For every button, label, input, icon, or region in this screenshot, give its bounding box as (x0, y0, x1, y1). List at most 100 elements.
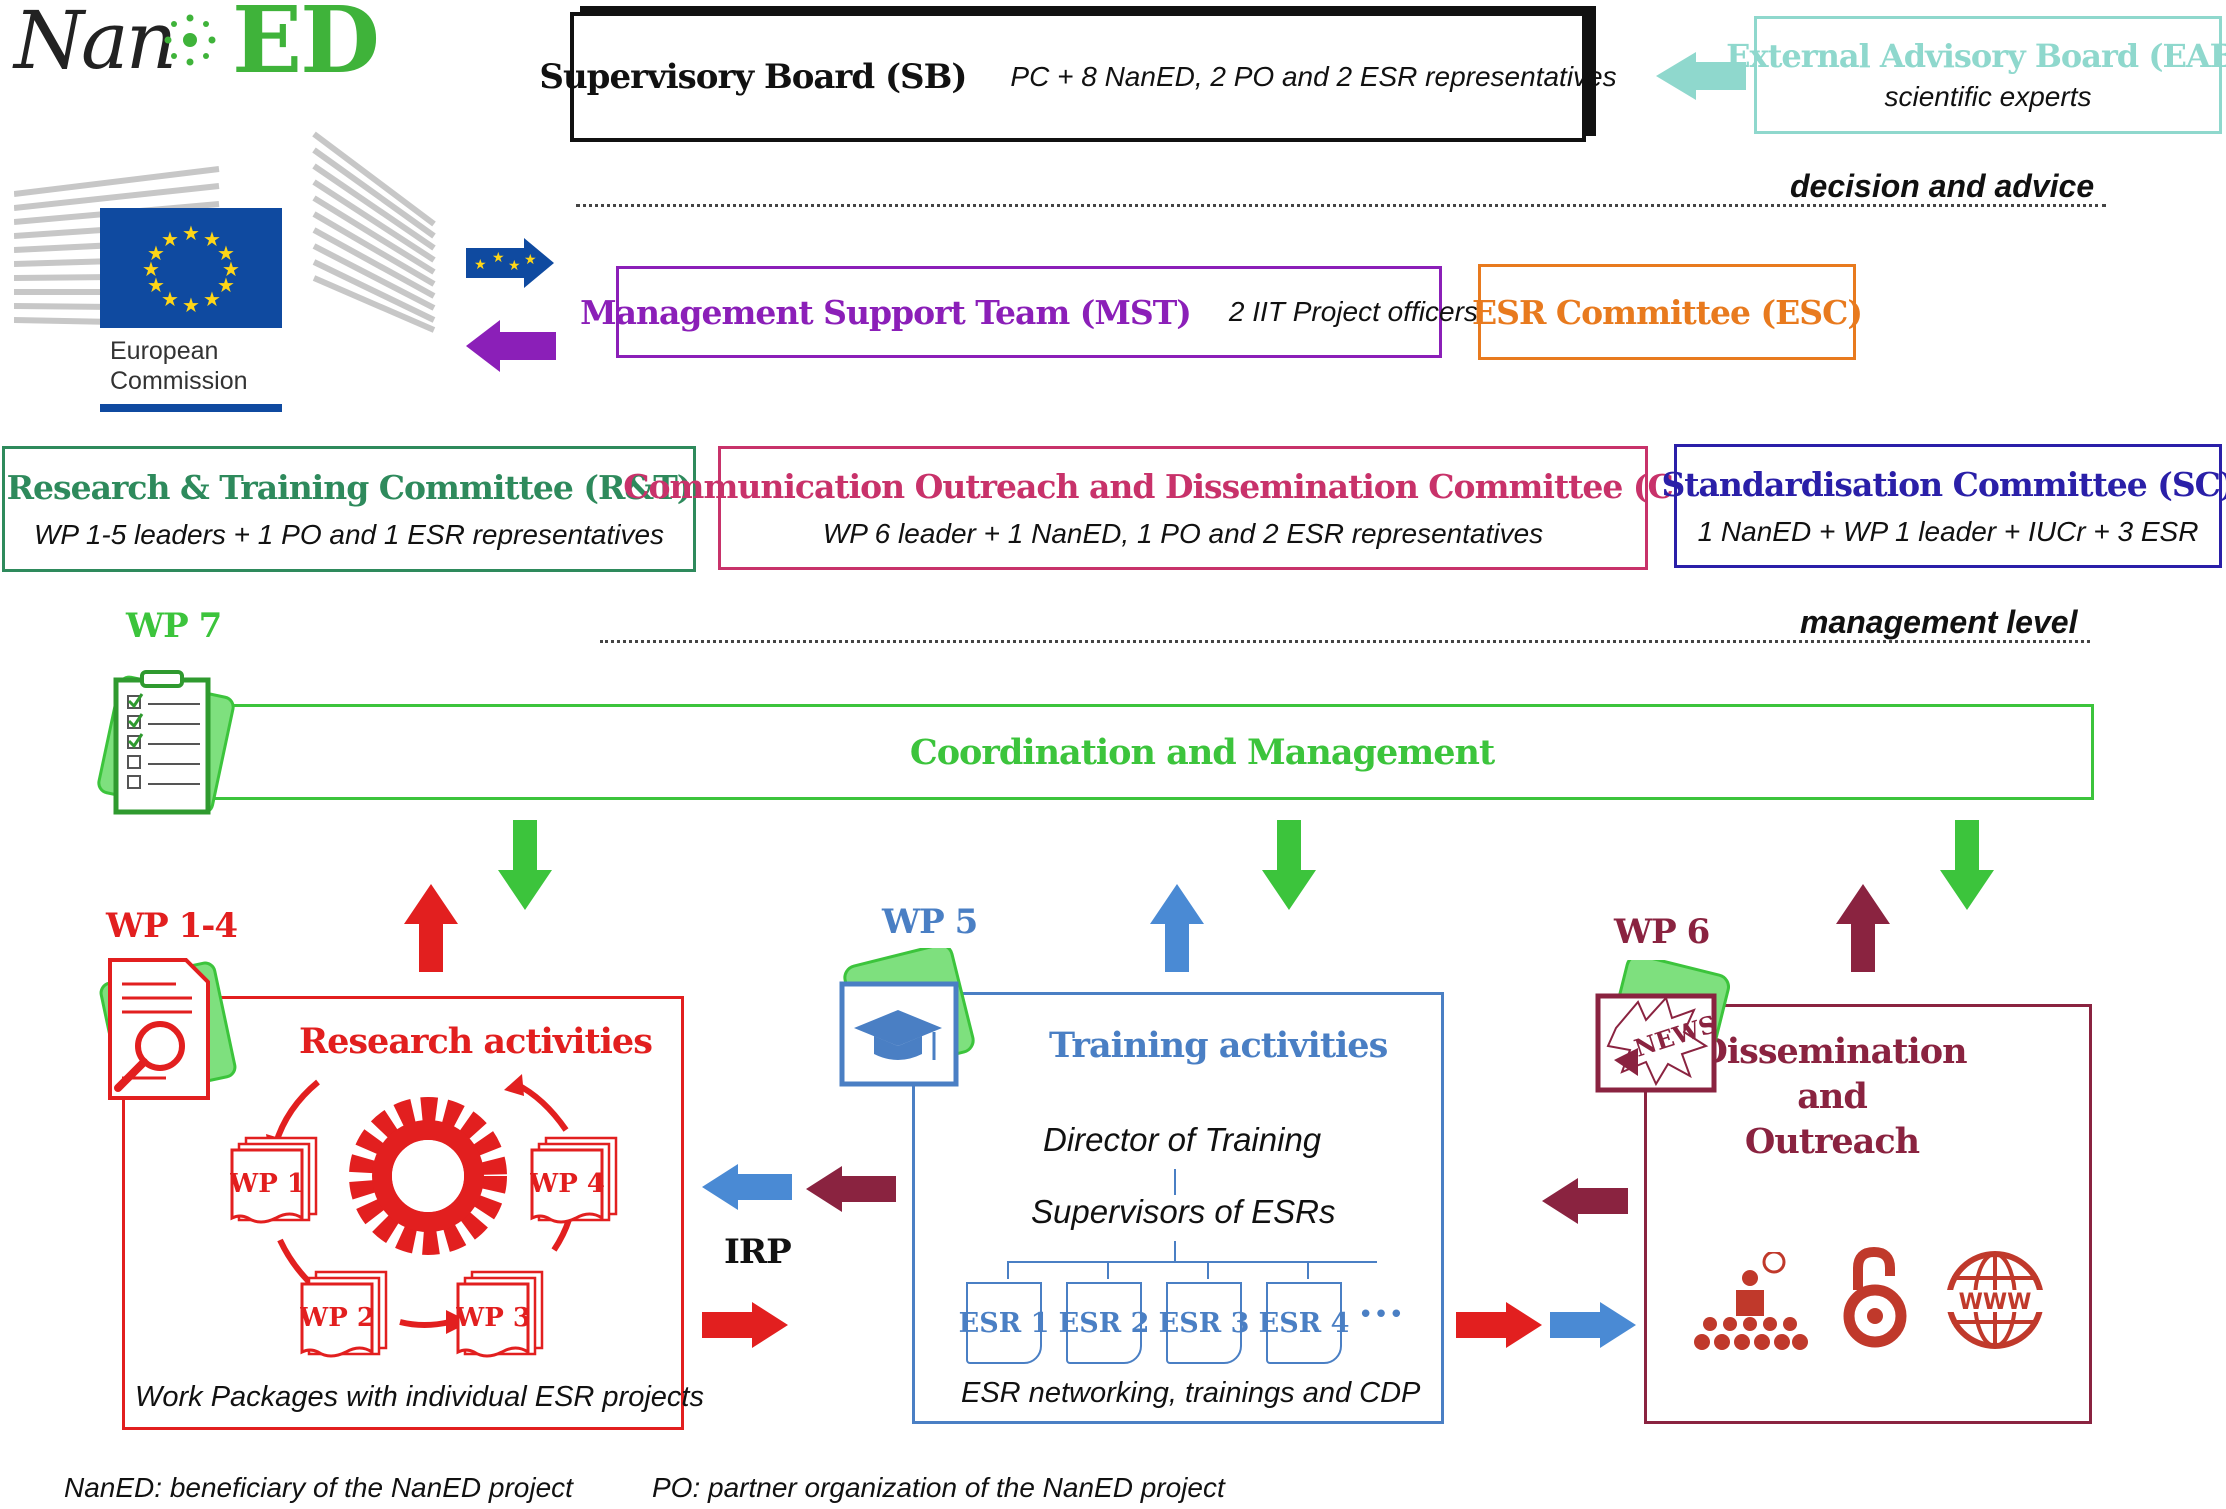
clipboard-icon (97, 670, 235, 815)
ec-underline (100, 404, 282, 412)
open-access-icon (1843, 1246, 1907, 1348)
blue-arrow-up-icon (1150, 884, 1204, 972)
ec-line1: European (110, 337, 219, 365)
wp2-doc-icon: WP 2 (300, 1270, 388, 1358)
eab-title: External Advisory Board (EAB) (1726, 37, 2226, 75)
esc-box: ESR Committee (ESC) (1472, 264, 1863, 360)
org-drop-1 (1007, 1261, 1009, 1279)
logo-text-ed: ED (232, 0, 380, 94)
red-arrow-right-1-icon (702, 1302, 788, 1348)
maroon-arrow-left-1-icon (806, 1166, 896, 1212)
rt-committee-box: Research & Training Committee (R&T) WP 1… (2, 446, 696, 572)
management-level-label: management level (1800, 604, 2078, 640)
esr2-label: ESR 2 (1058, 1307, 1150, 1339)
esr3-doc: ESR 3 (1159, 1282, 1249, 1364)
org-horizontal-line (1007, 1261, 1377, 1263)
svg-text:★: ★ (147, 273, 165, 297)
svg-text:★: ★ (508, 258, 521, 274)
maroon-arrow-left-2-icon (1542, 1178, 1628, 1224)
svg-text:★: ★ (474, 257, 487, 273)
cod-committee-box: Communication Outreach and Dissemination… (623, 446, 1744, 570)
blue-arrow-right-icon (1550, 1302, 1636, 1348)
sc-committee-box: Standardisation Committee (SC) 1 NanED +… (1661, 444, 2226, 568)
green-arrow-down-3-icon (1940, 820, 1994, 910)
footer-po-note: PO: partner organization of the NanED pr… (652, 1472, 1225, 1503)
news-icon: NEWS (1595, 960, 1730, 1093)
svg-text:★: ★ (203, 287, 221, 311)
audience-icon (1694, 1252, 1808, 1350)
document-search-icon (99, 958, 237, 1100)
cod-title: Communication Outreach and Dissemination… (623, 466, 1744, 506)
rt-title: Research & Training Committee (R&T) (6, 467, 693, 507)
wp1-label: WP 1 (230, 1169, 305, 1199)
mst-box: Management Support Team (MST) 2 IIT Proj… (580, 266, 1478, 358)
esr4-label: ESR 4 (1258, 1307, 1350, 1339)
svg-text:★: ★ (524, 252, 537, 268)
esr1-label: ESR 1 (958, 1307, 1050, 1339)
svg-text:★: ★ (142, 257, 160, 281)
training-box: Training activities Director of Training… (912, 992, 1444, 1424)
sc-desc: 1 NanED + WP 1 leader + IUCr + 3 ESR (1697, 515, 2199, 547)
dissem-title-2: and (1797, 1076, 1868, 1117)
logo-text-nan: Nan (14, 0, 177, 87)
org-drop-2 (1107, 1261, 1109, 1279)
mst-desc: 2 IIT Project officers (1228, 296, 1478, 327)
esr1-doc: ESR 1 (959, 1282, 1049, 1364)
svg-text:★: ★ (147, 241, 165, 265)
eu-flag-arrow-right-icon: ★★★★ (466, 238, 554, 288)
svg-text:★: ★ (203, 227, 221, 251)
esr3-label: ESR 3 (1158, 1307, 1250, 1339)
training-title: Training activities (1049, 1025, 1388, 1066)
director-of-training: Director of Training (1043, 1121, 1322, 1158)
logo-dots-icon (164, 14, 216, 66)
sb-title: Supervisory Board (SB) (539, 57, 967, 97)
dissem-title-3: Outreach (1744, 1121, 1920, 1162)
ec-text: European Commission (110, 336, 248, 396)
red-arrow-right-2-icon (1456, 1302, 1542, 1348)
wp14-label: WP 1-4 (106, 906, 238, 946)
footer-naned-note: NanED: beneficiary of the NanED project (64, 1472, 573, 1503)
org-drop-4 (1307, 1261, 1309, 1279)
esr2-doc: ESR 2 (1059, 1282, 1149, 1364)
gear-icon (349, 1097, 507, 1255)
dissem-title-1: Dissemination (1697, 1031, 1967, 1072)
training-caption: ESR networking, trainings and CDP (961, 1377, 1421, 1409)
irp-label: IRP (724, 1232, 792, 1272)
ec-line2: Commission (110, 367, 248, 395)
org-connector-2 (1174, 1241, 1176, 1261)
svg-text:★: ★ (217, 241, 235, 265)
research-caption: Work Packages with individual ESR projec… (135, 1381, 704, 1413)
supervisory-board-box: Supervisory Board (SB) PC + 8 NanED, 2 P… (539, 12, 1617, 142)
cod-desc: WP 6 leader + 1 NanED, 1 PO and 2 ESR re… (822, 517, 1544, 549)
org-drop-3 (1207, 1261, 1209, 1279)
svg-text:★: ★ (492, 250, 505, 266)
esr4-doc: ESR 4 (1259, 1282, 1349, 1364)
coordination-box: Coordination and Management (180, 704, 2094, 800)
www-label: WWW (1959, 1290, 2032, 1315)
wp6-label: WP 6 (1614, 912, 1710, 952)
eab-arrow-left-icon (1656, 52, 1746, 100)
red-arrow-up-icon (404, 884, 458, 972)
wp7-label: WP 7 (126, 606, 222, 646)
svg-text:★: ★ (217, 273, 235, 297)
www-globe-icon: WWW (1942, 1251, 2048, 1349)
decision-level-label: decision and advice (1790, 168, 2095, 204)
dissemination-box: Dissemination and Outreach (1644, 1004, 2092, 1424)
blue-arrow-left-icon (702, 1164, 792, 1210)
esc-title: ESR Committee (ESC) (1472, 292, 1863, 332)
naned-logo: Nan ED (14, 0, 380, 94)
ec-logo: ★★★★ ★★★★ ★★★★ European Commission (14, 124, 444, 414)
green-arrow-down-2-icon (1262, 820, 1316, 910)
eab-desc: scientific experts (1884, 81, 2092, 112)
wp2-label: WP 2 (300, 1303, 375, 1333)
svg-text:★: ★ (182, 221, 200, 245)
graduation-cap-icon (839, 948, 975, 1087)
sc-title: Standardisation Committee (SC) (1661, 464, 2226, 504)
mst-title: Management Support Team (MST) (580, 292, 1192, 332)
wp4-doc-icon: WP 4 (530, 1136, 618, 1224)
dissemination-title: Dissemination and Outreach (1697, 1029, 1967, 1164)
wp3-label: WP 3 (456, 1303, 531, 1333)
svg-text:★: ★ (161, 287, 179, 311)
coordination-title: Coordination and Management (909, 731, 1495, 773)
supervisors-of-esrs: Supervisors of ESRs (1031, 1193, 1336, 1230)
